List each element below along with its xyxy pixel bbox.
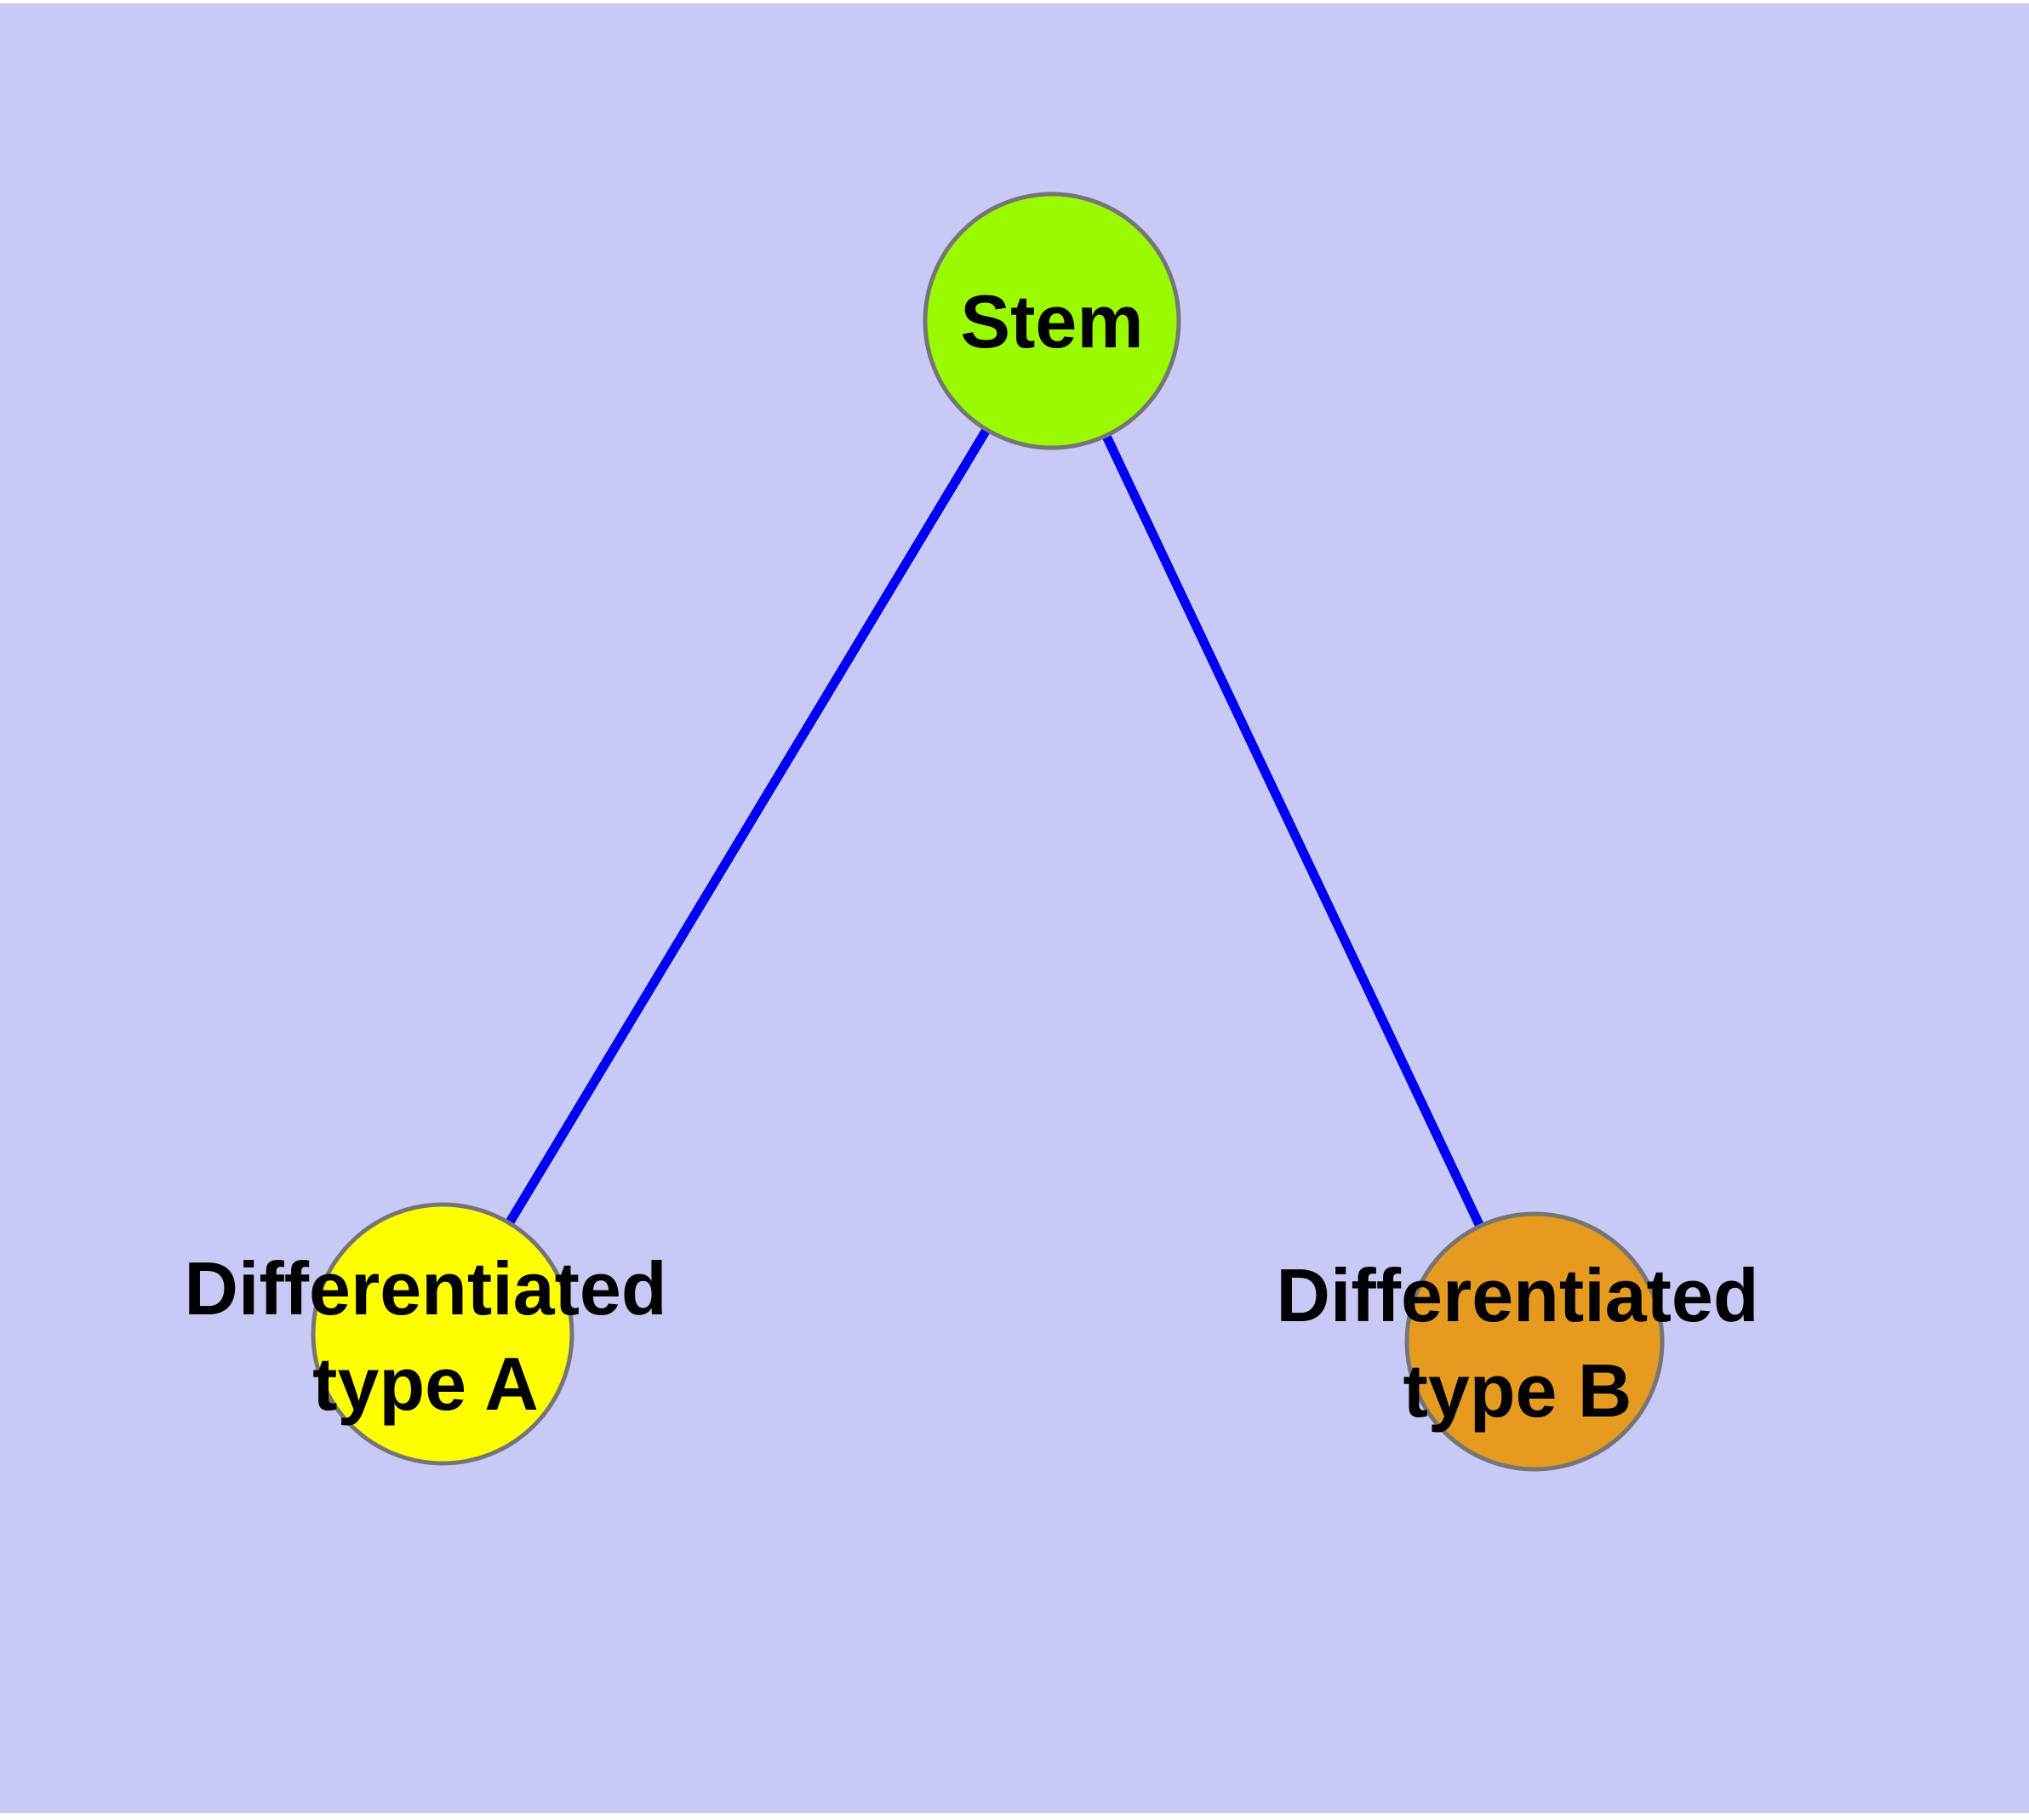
node-stem-circle [923, 192, 1181, 450]
diagram-canvas: Stem Differentiated type A Differentiate… [0, 3, 2029, 1813]
graph-svg [311, 192, 1665, 1472]
edge-stem-to-type-a [438, 318, 1056, 1336]
edge-stem-to-type-b [1048, 318, 1539, 1344]
node-type-a-circle [311, 1202, 574, 1466]
node-type-b-circle [1404, 1211, 1665, 1472]
